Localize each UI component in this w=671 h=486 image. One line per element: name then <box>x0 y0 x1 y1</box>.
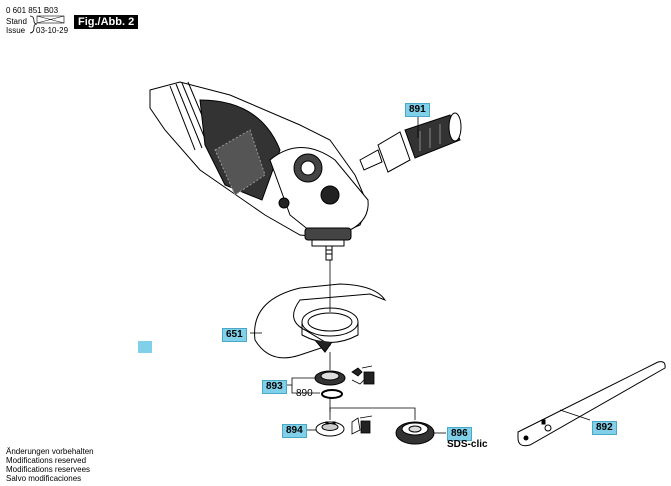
callout-896: 896 <box>447 427 472 441</box>
footer-line-2: Modifications reserved <box>6 456 87 465</box>
angle-grinder-body <box>149 81 369 261</box>
protective-guard <box>254 283 387 359</box>
pin-spanner <box>517 361 666 447</box>
part-number: 0 601 851 B03 <box>6 6 59 15</box>
stand-date: 03-10-29 <box>36 26 69 35</box>
stand-label: Stand <box>6 17 27 26</box>
callout-651: 651 <box>222 328 247 342</box>
footer-line-1: Änderungen vorbehalten <box>6 447 94 456</box>
footer-line-4: Salvo modificaciones <box>6 474 82 483</box>
callout-894: 894 <box>282 424 307 438</box>
mounting-flange <box>314 370 346 399</box>
stamp-box <box>36 15 65 24</box>
nut-pictogram <box>351 415 373 435</box>
flange-pictogram <box>351 365 375 385</box>
callout-890: 890 <box>296 388 313 399</box>
quick-clamp-nut <box>395 421 435 445</box>
sds-clic-label: SDS-clic <box>447 439 488 450</box>
callout-893: 893 <box>262 380 287 394</box>
figure-tag: Fig./Abb. 2 <box>74 15 139 29</box>
callout-892: 892 <box>592 421 617 435</box>
callout-891: 891 <box>405 103 430 117</box>
highlight-marker <box>138 341 152 353</box>
footer-line-3: Modifications reservees <box>6 465 91 474</box>
side-handle <box>359 112 462 173</box>
issue-label: Issue <box>6 26 26 35</box>
clamping-nut <box>315 421 345 437</box>
